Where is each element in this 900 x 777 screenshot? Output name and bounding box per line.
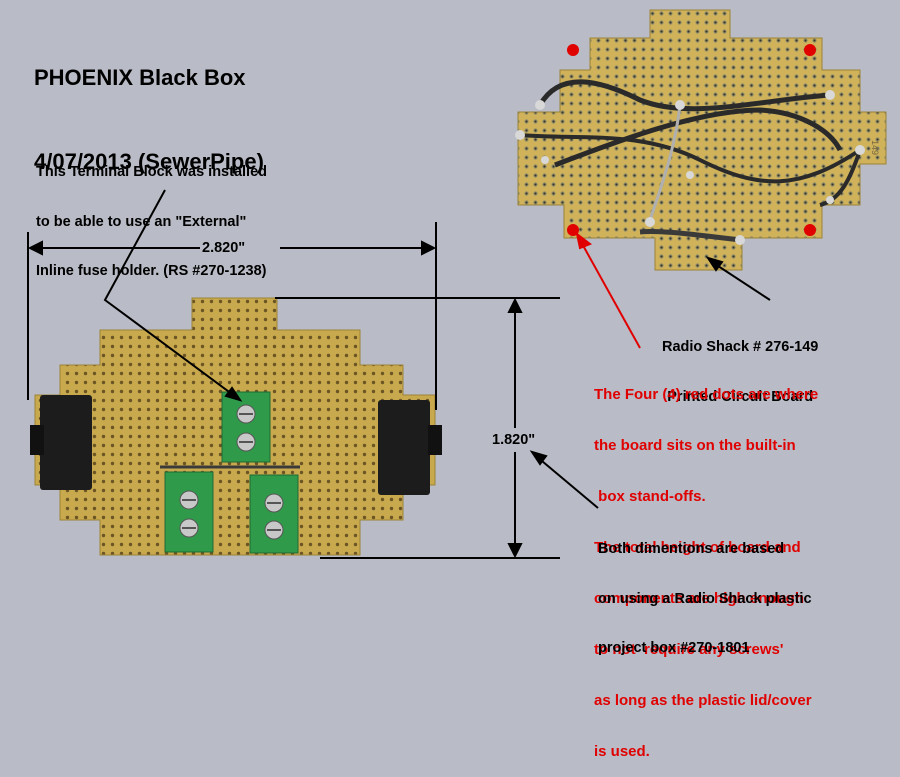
pcb-note-line: Printed Circuit Board [667,388,814,405]
box-note: Both dimentions are based on using a Rad… [598,508,812,673]
standoff-note-line: is used. [594,743,650,760]
pcb-note-leader [705,256,771,301]
standoff-note-line: the board sits on the built-in [594,437,796,454]
standoff-note-line: The total height of board and [594,539,801,556]
width-dimension [27,222,437,410]
pcb-note-line: Radio Shack # 276-149 [662,339,819,355]
title-line-1: PHOENIX Black Box [34,65,246,90]
pcb-note: Radio Shack # 276-149 Printed Circuit Bo… [662,306,818,422]
width-dimension-label: 2.820" [202,240,246,256]
box-note-line: project box #270-1801 [598,640,750,656]
pcb-solder-side-photo: 149 [515,9,887,271]
terminal-block-note: This Terminal Block was installed to be … [36,131,267,296]
red-note-leader [575,231,641,349]
terminal-note-leader [103,189,243,402]
terminal-note-line: to be able to use an "External" [36,213,247,230]
box-note-line: Both dimentions are based [598,541,785,557]
fuse-terminal-block [221,391,271,463]
pcb-component-side-photo [30,297,442,556]
terminal-note-line: Inline fuse holder. (RS #270-1238) [36,263,267,279]
standoff-note-line: The Four (4) red dots are where [594,386,819,403]
height-dimension-label: 1.820" [492,432,536,448]
title-line-2: 4/07/2013 (SewerPipe) [34,149,264,174]
box-note-leader [529,450,599,509]
page-title: PHOENIX Black Box 4/07/2013 (SewerPipe) [34,8,264,204]
standoff-note-line: box stand-offs. [594,488,706,505]
standoff-note-line: as long as the plastic lid/cover [594,692,812,709]
illustration: 149 [27,9,887,559]
board-marking: 149 [870,140,880,155]
terminal-note-line: This Terminal Block was installed [36,164,267,180]
height-dimension [275,297,560,559]
box-note-line: on using a Radio Shack plastic [598,590,812,607]
